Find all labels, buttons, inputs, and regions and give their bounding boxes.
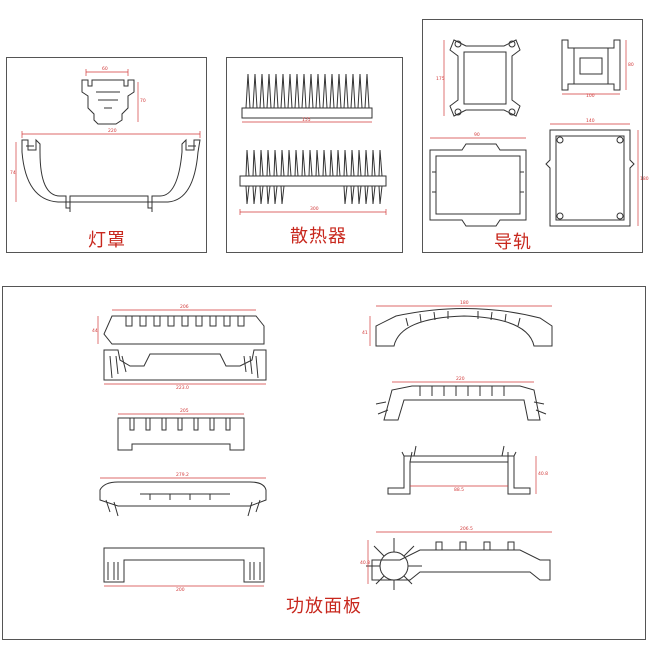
amp-1-side-dim: 44 xyxy=(92,328,98,334)
amp-profile-4 xyxy=(103,547,265,587)
heatsink-bottom-profile xyxy=(239,149,387,215)
amp-7-side-dim: 40.8 xyxy=(538,471,548,477)
rail-b-profile xyxy=(561,39,627,95)
amp-5-side-dim: 41 xyxy=(362,330,368,336)
amp-5-top-dim: 180 xyxy=(460,300,469,306)
amp-6-top-dim: 220 xyxy=(456,376,465,382)
rail-a-profile xyxy=(443,39,521,117)
rail-c-top-dim: 90 xyxy=(474,132,480,138)
amp-profile-1 xyxy=(97,309,267,385)
heatsink-top-dim: 155 xyxy=(302,117,311,123)
amp-profile-2 xyxy=(117,413,245,451)
heatsink-top-profile xyxy=(241,73,373,123)
amp-3-top-dim: 279.2 xyxy=(176,472,189,478)
rail-b-bottom-dim: 100 xyxy=(586,93,595,99)
amp-profile-8 xyxy=(366,531,552,590)
amp-1-top-dim: 206 xyxy=(180,304,189,310)
lamp-small-side-dim: 70 xyxy=(140,98,146,104)
rail-b-side-dim: 80 xyxy=(628,62,634,68)
rail-d-top-dim: 140 xyxy=(586,118,595,124)
lamp-cover-caption: 灯罩 xyxy=(88,230,126,251)
rail-a-side-dim: 175 xyxy=(436,76,445,82)
rail-caption: 导轨 xyxy=(494,232,532,253)
heatsink-caption: 散热器 xyxy=(290,226,347,247)
amplifier-panel-frame xyxy=(2,286,646,640)
rail-c-profile xyxy=(429,137,527,227)
lamp-large-side-dim: 74 xyxy=(10,170,16,176)
amp-1-bottom-dim: 223.0 xyxy=(176,385,189,391)
rail-d-profile xyxy=(545,123,639,227)
amp-profile-5 xyxy=(369,305,553,347)
amp-profile-7 xyxy=(387,445,537,495)
amp-8-side-dim: 40.8 xyxy=(360,560,370,566)
rail-d-side-dim: 180 xyxy=(640,176,649,182)
amplifier-panel-caption: 功放面板 xyxy=(286,596,362,617)
lamp-large-profile xyxy=(15,131,201,212)
heatsink-bottom-dim: 300 xyxy=(310,206,319,212)
lamp-large-top-dim: 220 xyxy=(108,128,117,134)
amp-profile-6 xyxy=(375,381,547,421)
amp-7-bottom-dim: 88.5 xyxy=(454,487,464,493)
lamp-small-profile xyxy=(81,69,139,125)
amp-2-top-dim: 205 xyxy=(180,408,189,414)
amp-8-top-dim: 206.5 xyxy=(460,526,473,532)
lamp-small-top-dim: 60 xyxy=(102,66,108,72)
lamp-cover-panel xyxy=(6,57,207,253)
amp-profile-3 xyxy=(99,477,267,517)
amp-4-bottom-dim: 200 xyxy=(176,587,185,593)
